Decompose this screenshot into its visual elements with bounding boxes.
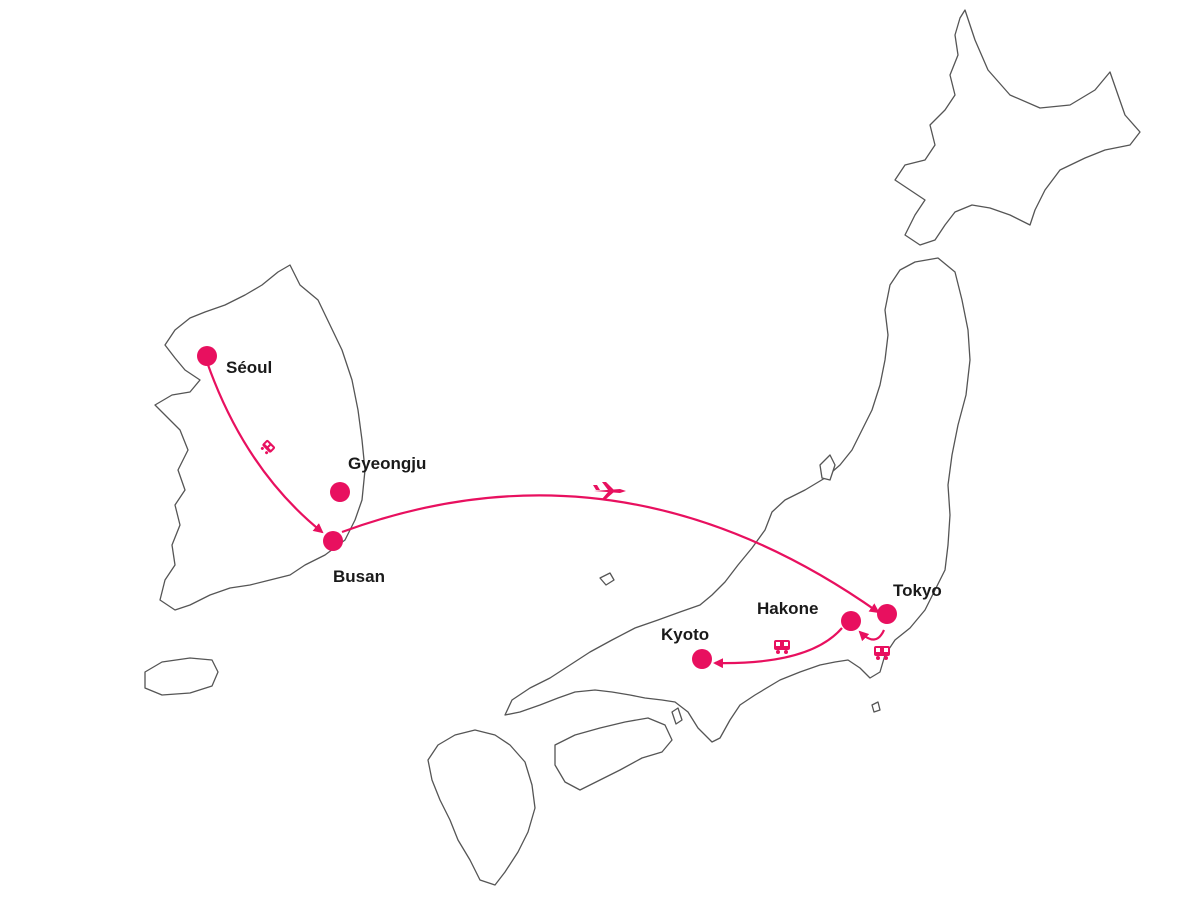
city-label-seoul: Séoul: [226, 358, 272, 377]
route-seoul-busan: [205, 361, 324, 534]
train-icon: [874, 646, 890, 660]
train-icon: [260, 440, 275, 455]
plane-icon: [593, 482, 626, 499]
city-marker-kyoto[interactable]: [692, 649, 712, 669]
city-marker-tokyo[interactable]: [877, 604, 897, 624]
city-marker-seoul[interactable]: [197, 346, 217, 366]
shikoku-landmass: [554, 717, 673, 791]
route-hakone-kyoto: [713, 627, 843, 669]
route-busan-tokyo: [341, 494, 880, 614]
city-label-busan: Busan: [333, 567, 385, 586]
city-marker-busan[interactable]: [323, 531, 343, 551]
oki-island: [599, 572, 615, 586]
korea-landmass: [154, 264, 366, 611]
honshu-landmass: [504, 257, 971, 743]
izu-island: [871, 701, 881, 713]
city-label-kyoto: Kyoto: [661, 625, 709, 644]
kyushu-landmass: [427, 729, 536, 886]
city-marker-hakone[interactable]: [841, 611, 861, 631]
route-tokyo-hakone: [858, 629, 886, 642]
jeju-island: [144, 657, 219, 696]
city-label-gyeongju: Gyeongju: [348, 454, 426, 473]
city-marker-gyeongju[interactable]: [330, 482, 350, 502]
awaji-island: [671, 707, 683, 725]
city-label-hakone: Hakone: [757, 599, 818, 618]
sado-island: [819, 454, 836, 481]
hokkaido-landmass: [894, 9, 1141, 246]
city-label-tokyo: Tokyo: [893, 581, 942, 600]
train-icon: [774, 640, 790, 654]
